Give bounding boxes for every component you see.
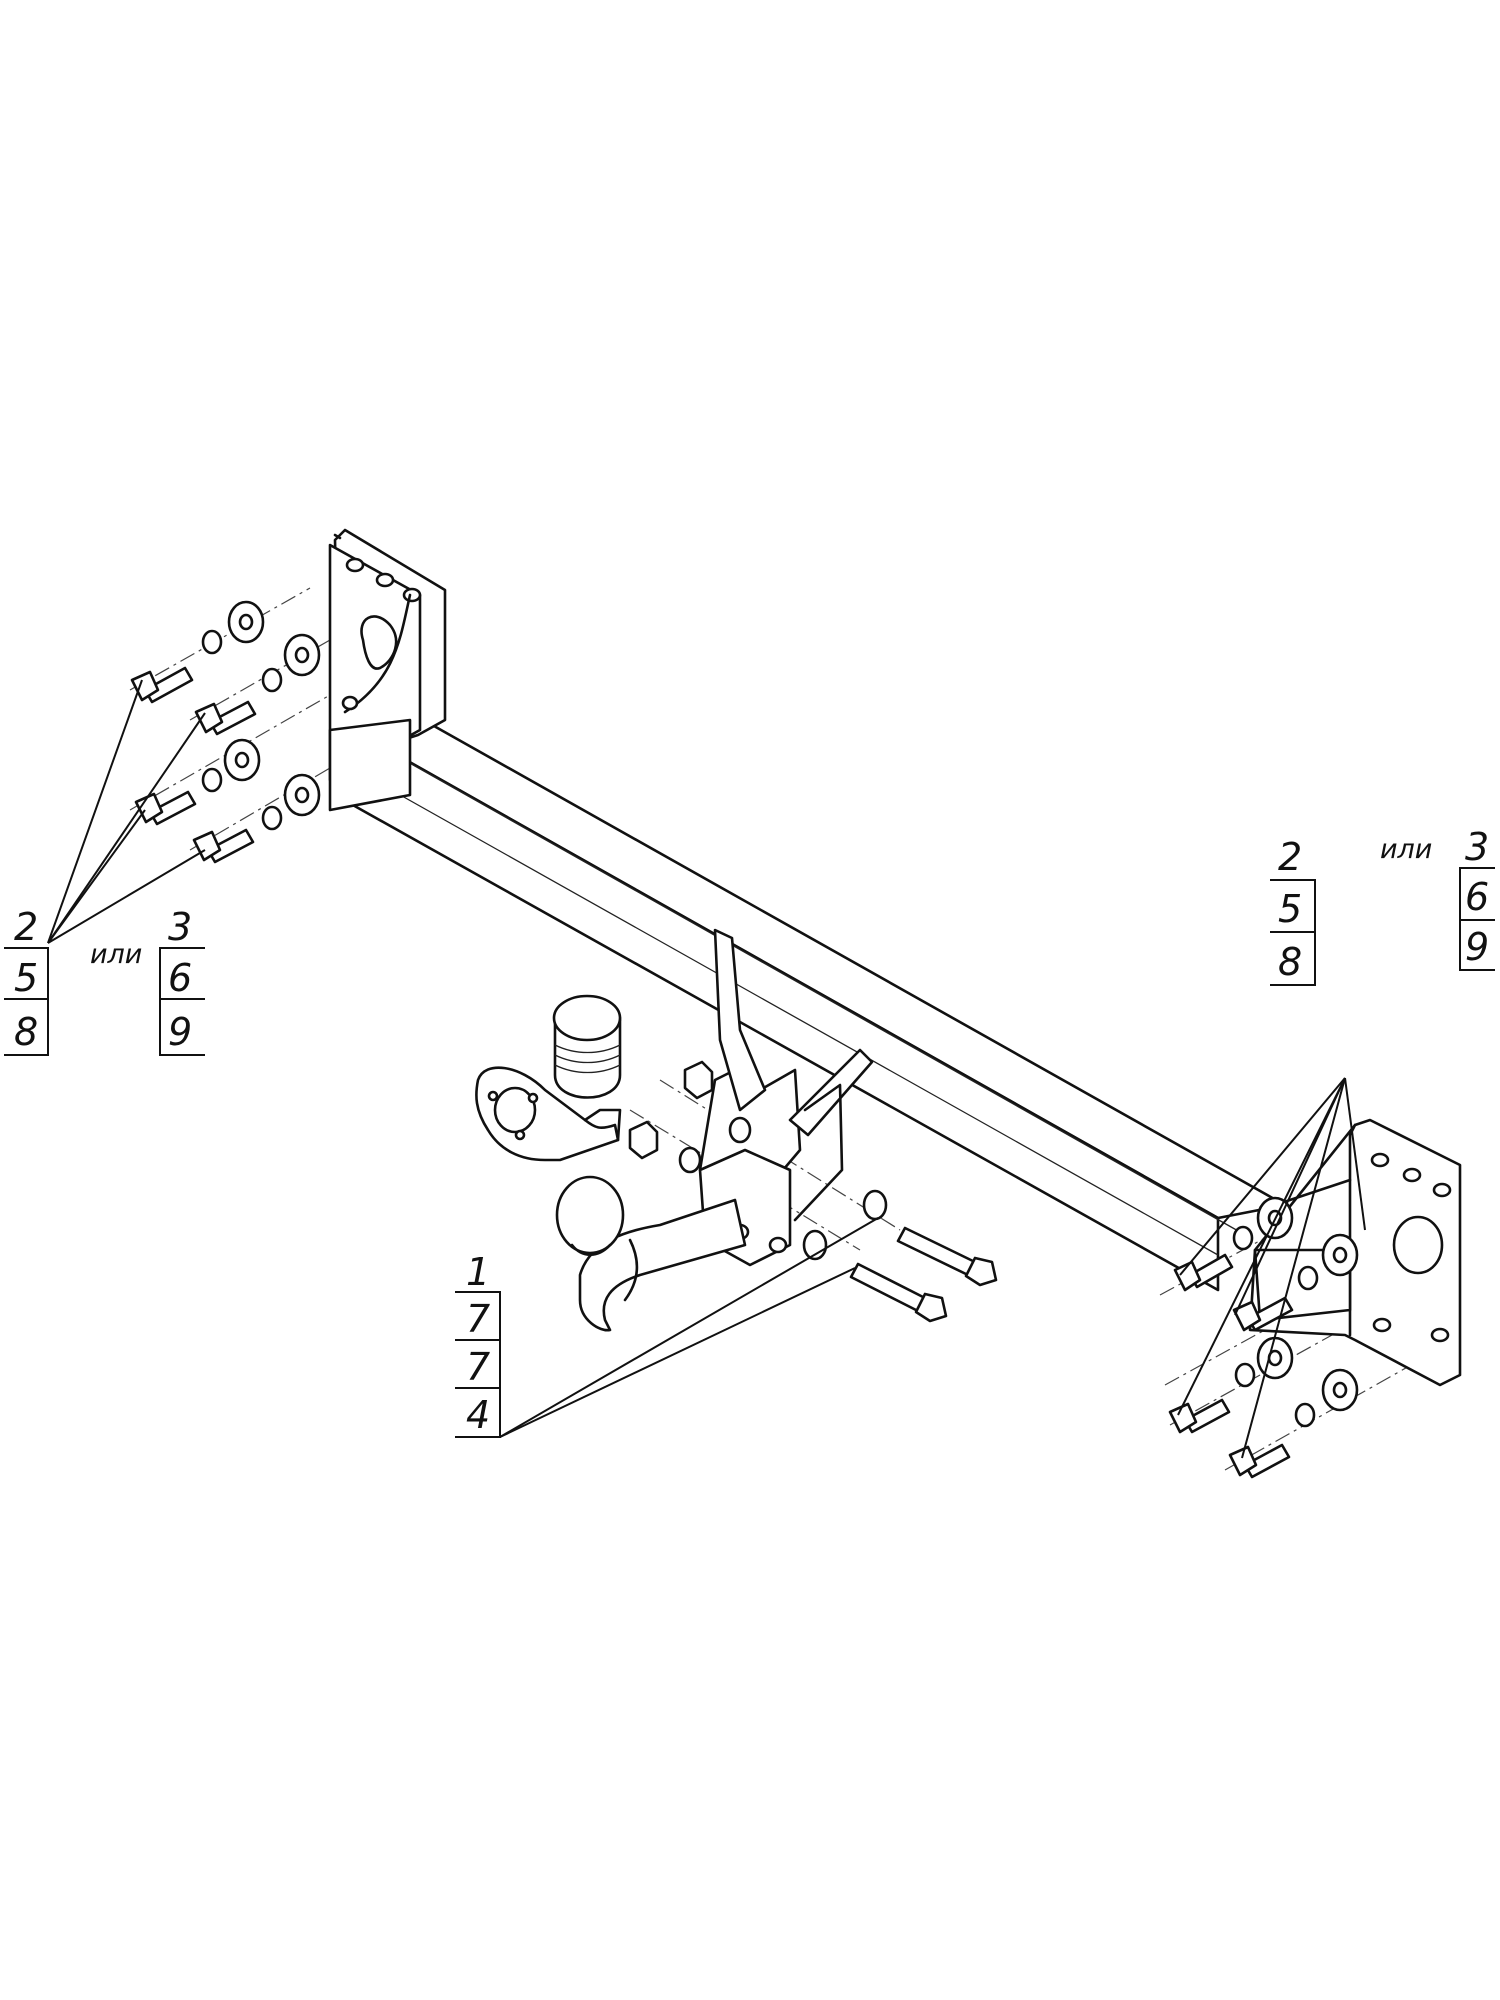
- flat-washer-right-2: [1321, 1233, 1359, 1277]
- callout-right-alt-2: 6: [1465, 875, 1489, 919]
- leader-lines: [47, 679, 1366, 1459]
- lock-washer-left-3: [201, 767, 223, 793]
- washer-hitch-2: [728, 1116, 752, 1144]
- tow-ball-arm: [555, 1175, 747, 1332]
- left-mounting-bracket: [328, 528, 447, 812]
- bolt-right-2: [1232, 1296, 1294, 1332]
- callout-left-or: или: [90, 939, 142, 970]
- washer-hitch-1: [678, 1146, 702, 1174]
- lock-washer-left-1: [201, 629, 223, 655]
- flat-washer-left-1: [227, 600, 265, 644]
- callout-right-or: или: [1380, 834, 1432, 865]
- bolt-left-4: [192, 828, 255, 864]
- bolt-left-2: [194, 700, 257, 736]
- callout-left-alt-2: 6: [168, 956, 192, 1000]
- nut-1: [683, 1060, 714, 1100]
- flat-washer-left-2: [283, 633, 321, 677]
- callout-right-3: 8: [1278, 940, 1302, 984]
- callout-left-3: 8: [14, 1010, 38, 1054]
- flat-washer-right-3: [1256, 1336, 1294, 1380]
- callout-center: 1 7 7 4: [455, 1250, 501, 1438]
- lock-washer-right-4: [1294, 1402, 1316, 1428]
- left-fasteners: [130, 600, 321, 864]
- ball-cap: [552, 994, 622, 1099]
- lock-washer-right-3: [1234, 1362, 1256, 1388]
- bolt-right-1: [1173, 1253, 1234, 1292]
- callout-center-2: 7: [466, 1297, 490, 1341]
- bolt-right-4: [1228, 1443, 1291, 1479]
- lock-washer-hitch-1: [862, 1189, 888, 1221]
- right-fasteners: [1168, 1196, 1359, 1479]
- flat-washer-right-4: [1321, 1368, 1359, 1412]
- socket-plate: [475, 1066, 622, 1162]
- callout-right: 2 5 8 или 3 6 9: [1270, 825, 1495, 986]
- flat-washer-left-4: [283, 773, 321, 817]
- tow-ball: [555, 1175, 625, 1255]
- callout-left-2: 5: [14, 956, 38, 1000]
- callout-left: 2 5 8 или 3 6 9: [4, 905, 205, 1056]
- callout-right-1: 2: [1278, 835, 1302, 879]
- bolt-left-3: [134, 790, 197, 826]
- lock-washer-right-2: [1297, 1265, 1319, 1291]
- callout-left-1: 2: [14, 905, 38, 949]
- callout-center-3: 7: [466, 1345, 490, 1389]
- bolt-right-3: [1168, 1398, 1231, 1434]
- hitch-hardware: [628, 1060, 998, 1323]
- callout-right-2: 5: [1278, 887, 1302, 931]
- callout-right-alt-1: 3: [1465, 825, 1489, 869]
- lock-washer-right-1: [1232, 1225, 1254, 1251]
- nut-2: [628, 1120, 659, 1160]
- callout-left-alt-3: 9: [168, 1010, 192, 1054]
- bolt-left-1: [130, 666, 194, 704]
- flat-washer-left-3: [223, 738, 261, 782]
- callout-center-1: 1: [466, 1250, 490, 1294]
- lock-washer-left-2: [261, 667, 283, 693]
- long-bolt-1: [896, 1226, 998, 1287]
- callout-center-4: 4: [466, 1393, 490, 1437]
- long-bolt-2: [849, 1262, 948, 1323]
- lock-washer-left-4: [261, 805, 283, 831]
- callout-left-alt-1: 3: [168, 905, 192, 949]
- callout-right-alt-3: 9: [1465, 925, 1489, 969]
